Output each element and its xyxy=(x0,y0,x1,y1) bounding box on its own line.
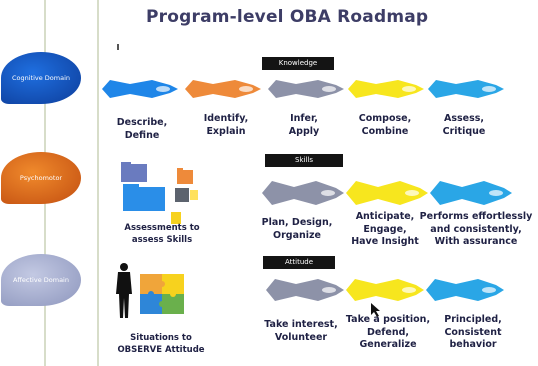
label-line: Take interest, xyxy=(264,319,338,330)
label-line: Generalize xyxy=(359,339,417,350)
label-line: Anticipate, xyxy=(355,211,415,222)
label-line: Combine xyxy=(361,125,409,137)
level-label-position: Take a position, Defend, Generalize xyxy=(340,314,436,352)
divider-line xyxy=(97,0,99,366)
label-line: Performs effortlessly xyxy=(419,211,533,222)
arrow-yellow-position xyxy=(346,279,424,301)
level-label-identify: Identify, Explain xyxy=(186,113,266,138)
label-line: Consistent xyxy=(444,326,502,338)
arrow-gray-infer xyxy=(268,80,344,98)
note-line: Situations to xyxy=(130,333,192,343)
level-label-assess: Assess, Critique xyxy=(424,113,504,138)
skills-header: Skills xyxy=(265,154,343,167)
label-line: Explain xyxy=(206,125,246,137)
attitude-observation-note: Situations to OBSERVE Attitude xyxy=(106,332,216,356)
note-line: Assessments to xyxy=(124,223,200,233)
level-label-plan: Plan, Design, Organize xyxy=(250,217,344,242)
level-label-interest: Take interest, Volunteer xyxy=(256,319,346,344)
note-line: OBSERVE Attitude xyxy=(117,345,205,355)
label-line: Defend, xyxy=(366,326,410,338)
label-line: Identify, xyxy=(203,113,249,124)
arrow-cyan-performs xyxy=(430,181,512,205)
label-line: Principled, xyxy=(444,314,502,325)
label-line: Volunteer xyxy=(274,331,328,343)
skills-assessment-note: Assessments to assess Skills xyxy=(112,222,212,246)
cognitive-domain-label: Cognitive Domain xyxy=(11,74,71,82)
label-line: Apply xyxy=(288,125,320,137)
level-label-compose: Compose, Combine xyxy=(345,113,425,138)
arrow-yellow-anticipate xyxy=(346,181,428,205)
label-line: Take a position, xyxy=(345,314,431,325)
label-line: Describe, xyxy=(116,117,168,128)
arrow-gray-interest xyxy=(266,279,344,301)
label-line: Infer, xyxy=(290,113,318,124)
silhouette-puzzle-image xyxy=(116,263,184,318)
psychomotor-domain-bubble: Psychomotor xyxy=(1,152,81,204)
label-line: Organize xyxy=(273,229,321,241)
label-line: Plan, Design, xyxy=(261,217,333,228)
arrow-gray-plan xyxy=(262,181,344,205)
level-label-describe: Describe, Define xyxy=(102,117,182,142)
level-label-anticipate: Anticipate, Engage, Have Insight xyxy=(340,211,430,249)
level-label-infer: Infer, Apply xyxy=(264,113,344,138)
level-label-principled: Principled, Consistent behavior xyxy=(426,314,520,352)
label-line: Critique xyxy=(442,125,486,137)
mouse-pointer-icon xyxy=(371,303,380,317)
label-line: Compose, xyxy=(358,113,412,124)
label-line: Have Insight xyxy=(351,236,419,247)
label-line: behavior xyxy=(449,339,497,350)
folder-icons-image xyxy=(121,162,198,224)
arrow-blue-describe xyxy=(102,80,178,98)
label-line: Define xyxy=(124,129,160,141)
level-label-performs: Performs effortlessly and consistently, … xyxy=(414,211,538,249)
page-title: Program-level OBA Roadmap xyxy=(146,7,429,27)
arrow-yellow-compose xyxy=(348,80,424,98)
label-line: Engage, xyxy=(363,223,407,235)
affective-domain-label: Affective Domain xyxy=(13,276,69,284)
arrow-cyan-assess xyxy=(428,80,504,98)
attitude-header: Attitude xyxy=(263,256,335,269)
label-line: and consistently, xyxy=(430,223,522,235)
arrow-orange-identify xyxy=(185,80,261,98)
label-line: Assess, xyxy=(443,113,485,124)
affective-domain-bubble: Affective Domain xyxy=(1,254,81,306)
label-line: With assurance xyxy=(434,236,518,247)
cognitive-domain-bubble: Cognitive Domain xyxy=(1,52,81,104)
cursor-mark xyxy=(117,44,119,50)
psychomotor-domain-label: Psychomotor xyxy=(19,174,63,182)
arrow-cyan-principled xyxy=(426,279,504,301)
knowledge-header: Knowledge xyxy=(262,57,334,70)
note-line: assess Skills xyxy=(131,235,193,245)
